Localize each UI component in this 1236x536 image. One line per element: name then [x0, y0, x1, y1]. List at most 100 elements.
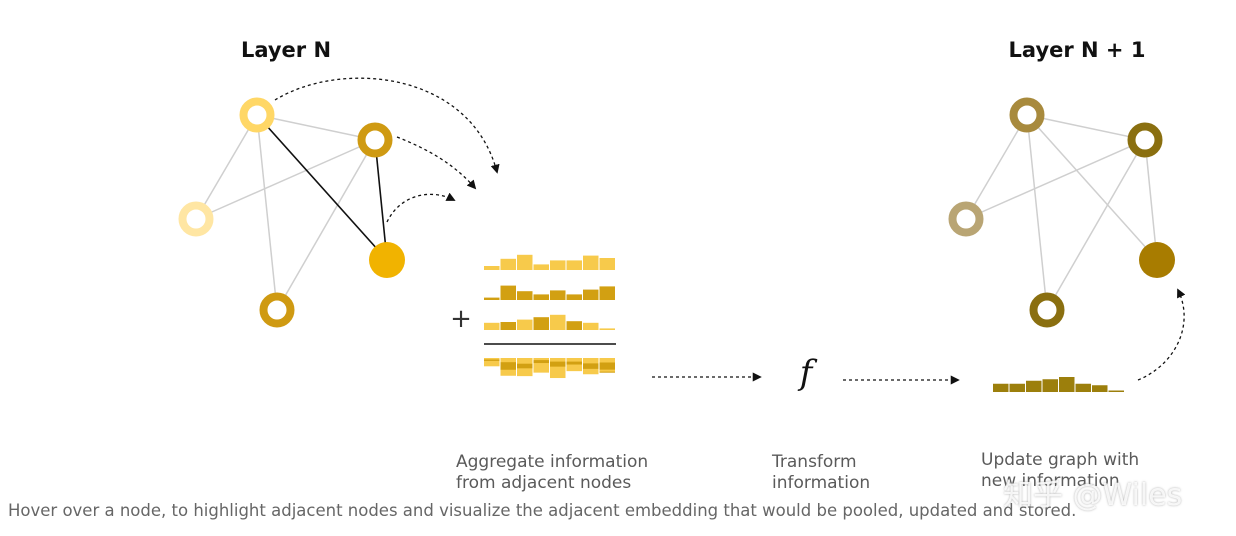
aggregation-embeddings — [484, 254, 615, 330]
output-bar — [1026, 380, 1042, 392]
layer-n-nodes — [178, 97, 405, 328]
embedding-bar — [484, 266, 500, 270]
pooled-bar — [484, 360, 500, 367]
embedding-bar — [500, 258, 516, 270]
embedding-bar — [550, 290, 566, 300]
embedding-bar — [566, 260, 582, 270]
embedding-bar — [583, 255, 599, 270]
output-bar — [1092, 385, 1108, 392]
output-bar — [993, 383, 1009, 392]
transform-caption-line1: Transform — [772, 452, 857, 472]
hover-instruction: Hover over a node, to highlight adjacent… — [8, 501, 1077, 520]
pooled-bar — [566, 361, 582, 366]
graph-node[interactable] — [178, 201, 214, 237]
message-arrow — [274, 77, 500, 174]
edge — [195, 139, 376, 220]
pooled-bar — [533, 363, 549, 373]
aggregate-caption-line2: from adjacent nodes — [456, 473, 632, 493]
pooled-bar — [533, 360, 549, 365]
output-bar — [1075, 383, 1091, 392]
target-node[interactable] — [369, 242, 405, 278]
transform-caption-line2: information — [772, 473, 871, 493]
embedding-bar — [517, 254, 533, 270]
message-arrow — [396, 136, 477, 190]
message-arrows — [274, 77, 500, 223]
pooled-bar — [550, 361, 566, 369]
embedding-bar — [484, 297, 500, 300]
aggregate-caption: Aggregate information from adjacent node… — [456, 452, 648, 494]
embedding-bar — [517, 291, 533, 300]
highlighted-edge — [374, 139, 388, 261]
aggregated-embedding — [484, 358, 615, 379]
embedding-bar — [533, 294, 549, 300]
transform-function-f: f — [797, 353, 818, 393]
update-caption-line1: Update graph with — [981, 450, 1140, 470]
pooled-bar — [599, 362, 615, 373]
update-caption: Update graph with new information — [981, 450, 1139, 492]
transform-caption: Transform information — [772, 452, 870, 494]
pooled-bar — [517, 363, 533, 371]
layer-n-plus-1-nodes — [948, 97, 1175, 328]
graph-node[interactable] — [1029, 292, 1065, 328]
edge — [1026, 114, 1048, 311]
embedding-bar — [599, 328, 615, 330]
aggregate-caption-line1: Aggregate information — [456, 452, 649, 472]
message-arrow — [386, 192, 456, 223]
embedding-bar — [533, 317, 549, 330]
embedding-bar — [550, 260, 566, 270]
pooled-bar — [550, 366, 566, 379]
layer-n-plus-1-title: Layer N + 1 — [1009, 38, 1146, 62]
edge — [1046, 139, 1146, 311]
plus-operator: + — [450, 304, 472, 334]
watermark: 知乎 @Wiles — [1003, 478, 1183, 513]
layer-n-plus-1-edges — [965, 114, 1158, 311]
embedding-bar — [583, 289, 599, 300]
embedding-bar — [599, 258, 615, 270]
pooled-bar — [583, 368, 599, 375]
edge — [256, 114, 278, 311]
output-embedding — [993, 377, 1124, 392]
embedding-bar — [517, 319, 533, 330]
graph-node[interactable] — [1009, 97, 1045, 133]
edge — [195, 114, 258, 220]
embedding-bar — [566, 321, 582, 330]
edge — [965, 114, 1028, 220]
embedding-bar — [500, 285, 516, 300]
output-bar — [1059, 377, 1075, 392]
layer-n-edges — [195, 114, 388, 311]
edge — [256, 114, 376, 141]
graph-node[interactable] — [1127, 122, 1163, 158]
graph-node[interactable] — [948, 201, 984, 237]
embedding-bar — [500, 322, 516, 330]
pooled-bar — [517, 368, 533, 377]
updated-target-node[interactable] — [1139, 242, 1175, 278]
embedding-bar — [583, 322, 599, 330]
pooled-bar — [500, 369, 516, 376]
embedding-bar — [599, 286, 615, 300]
embedding-bar — [550, 314, 566, 330]
pooled-bar — [484, 359, 500, 362]
embedding-bar — [566, 294, 582, 300]
edge — [1026, 114, 1158, 261]
pooled-bar — [583, 363, 599, 372]
layer-n-title: Layer N — [241, 38, 331, 62]
edge — [1026, 114, 1146, 141]
edge — [965, 139, 1146, 220]
graph-node[interactable] — [259, 292, 295, 328]
update-arrow — [1137, 288, 1186, 381]
update-caption-line2: new information — [981, 471, 1120, 491]
graph-node[interactable] — [357, 122, 393, 158]
output-bar — [1108, 390, 1124, 392]
pooled-bar — [566, 364, 582, 372]
edge — [1144, 139, 1158, 261]
pooled-bar — [599, 369, 615, 372]
graph-node[interactable] — [239, 97, 275, 133]
edge — [276, 139, 376, 311]
embedding-bar — [533, 264, 549, 270]
output-bar — [1042, 379, 1058, 392]
pooled-bar — [500, 362, 516, 373]
output-bar — [1009, 383, 1025, 392]
embedding-bar — [484, 322, 500, 330]
highlighted-edge — [256, 114, 388, 261]
